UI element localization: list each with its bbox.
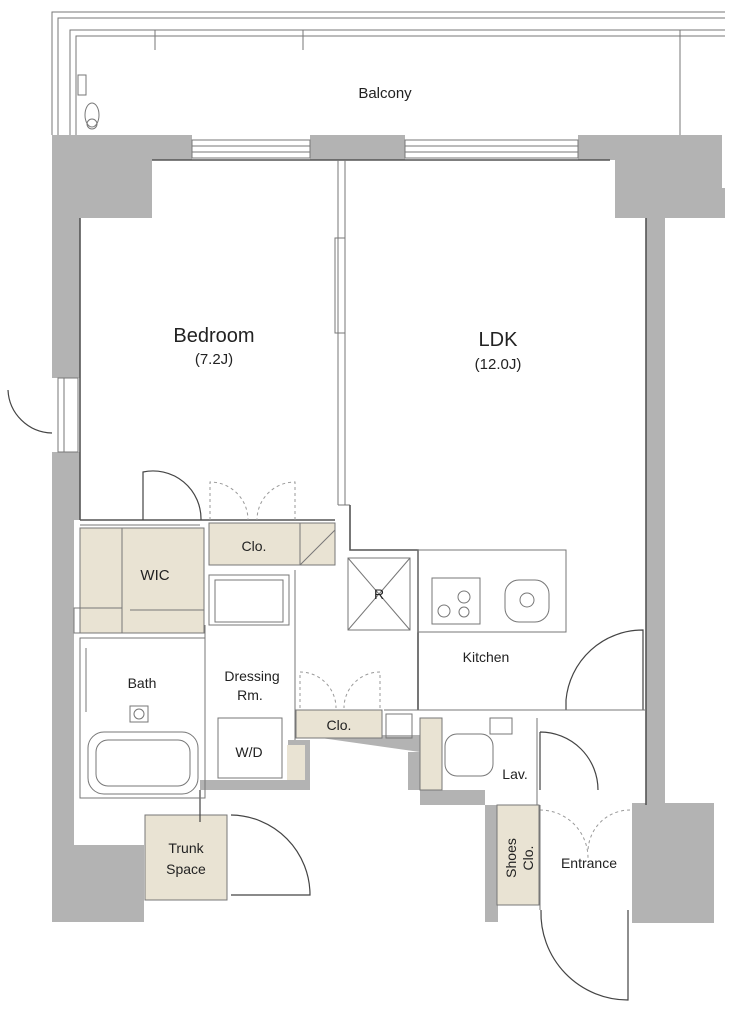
label-bedroom-size: (7.2J) — [195, 351, 233, 368]
label-ldk: LDK — [479, 329, 519, 351]
walls — [52, 135, 725, 923]
label-entrance: Entrance — [561, 855, 617, 871]
label-wic: WIC — [140, 567, 169, 584]
room-labels: Balcony Bedroom (7.2J) LDK (12.0J) WIC C… — [128, 85, 618, 878]
label-fridge: R — [374, 586, 384, 602]
label-balcony: Balcony — [358, 85, 412, 102]
label-trunk-line2: Space — [166, 861, 206, 877]
label-bath: Bath — [128, 675, 157, 691]
label-shoes-line1: Shoes — [503, 838, 519, 878]
balcony-area — [51, 11, 725, 135]
storage-areas — [79, 522, 540, 906]
label-dressing-line2: Rm. — [237, 687, 263, 703]
label-dressing-line1: Dressing — [224, 668, 279, 684]
interior-walls — [73, 549, 646, 910]
label-ldk-size: (12.0J) — [475, 356, 522, 373]
room-outlines — [79, 159, 647, 805]
label-kitchen: Kitchen — [463, 649, 510, 665]
label-closet2: Clo. — [327, 717, 352, 733]
windows — [7, 139, 579, 453]
label-trunk-line1: Trunk — [168, 840, 204, 856]
label-shoes-line2: Clo. — [520, 846, 536, 871]
label-shoes-closet: Shoes Clo. — [503, 838, 536, 878]
label-lavatory: Lav. — [502, 766, 527, 782]
doors — [142, 470, 644, 1001]
label-bedroom: Bedroom — [173, 325, 254, 347]
label-washer: W/D — [235, 744, 262, 760]
label-closet: Clo. — [242, 538, 267, 554]
